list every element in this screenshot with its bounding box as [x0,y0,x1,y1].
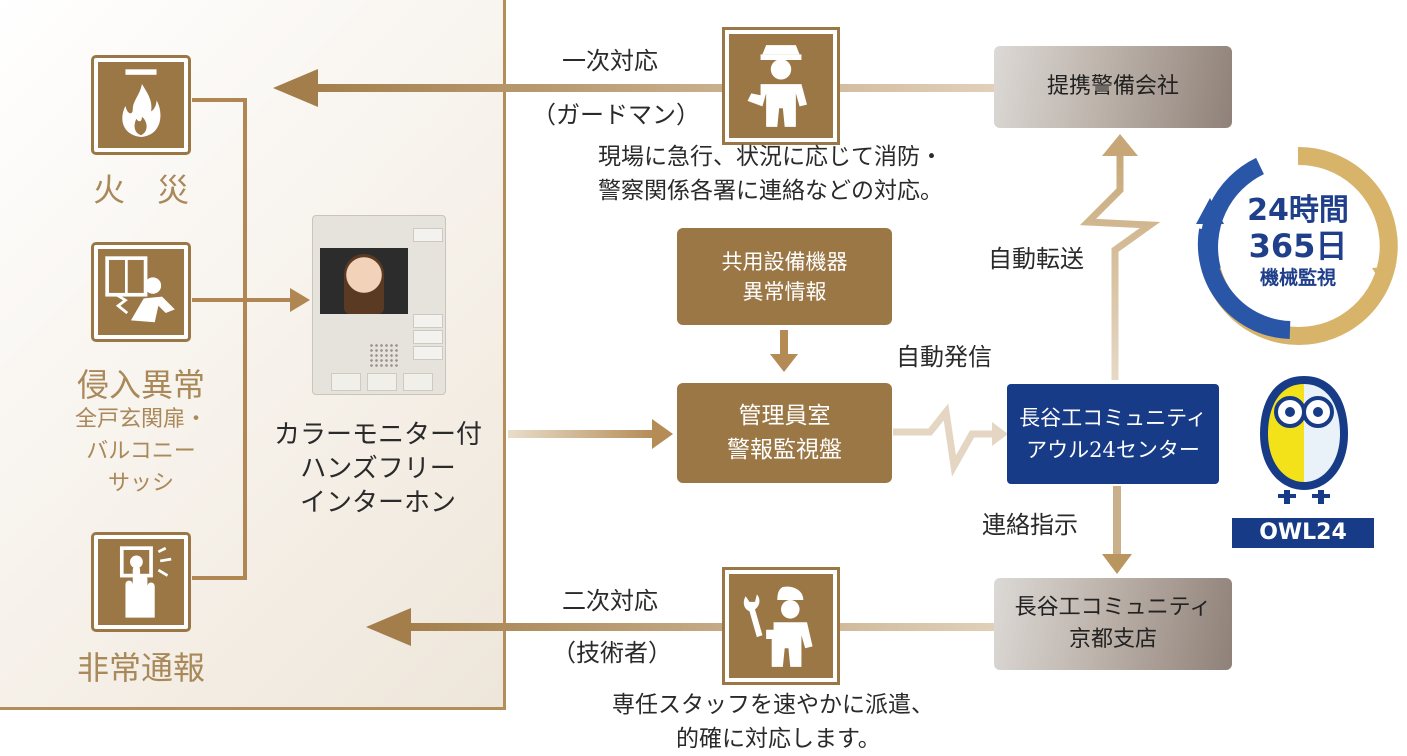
auto-dial-arrow-head [992,422,1008,446]
primary-response-note-1: 現場に急行、状況に応じて消防・ [598,144,943,170]
emergency-button-icon [91,532,191,632]
intercom-label-1: カラーモニター付 [273,420,482,450]
equipment-to-control-shaft [780,330,788,356]
secondary-response-arrow-shaft [398,623,1008,631]
intercom-control-button-2 [367,373,397,391]
intercom-label-2: ハンズフリー [300,454,456,484]
secondary-response-arrow-head [366,608,411,646]
secondary-response-note-2: 的確に対応します。 [676,726,881,752]
security-company-box: 提携警備会社 [994,46,1232,128]
contact-instruction-label: 連絡指示 [982,511,1078,539]
control-panel-line-1: 管理員室 [738,403,831,429]
technician-icon [722,567,840,685]
intrusion-icon [91,242,191,342]
auto-transfer-label: 自動転送 [988,245,1084,273]
emergency-label: 非常通報 [76,649,205,687]
fire-label: 火 災 [92,171,189,209]
cycle-ring-icon [1196,146,1398,345]
primary-response-role: （ガードマン） [532,101,700,129]
secondary-response-role: （技術者） [552,639,672,667]
owl-center-box: 長谷工コミュニティ アウル24センター [1007,384,1219,484]
control-panel-box: 管理員室 警報監視盤 [677,383,892,483]
primary-response-arrow-head [273,69,318,107]
intrusion-sub-3: サッシ [107,471,174,496]
auto-dial-lightning [893,403,996,477]
equipment-alarm-line-2: 異常情報 [742,279,827,304]
intercom-top-button [413,228,443,242]
control-panel-line-2: 警報監視盤 [727,437,842,463]
owl-logo-icon [1260,376,1348,504]
branch-office-line-2: 京都支店 [1068,627,1157,652]
security-company-line-1: 提携警備会社 [1046,74,1179,99]
intrusion-label: 侵入異常 [76,366,205,404]
ring-line-2: 365日 [1248,227,1348,265]
branch-office-line-1: 長谷工コミュニティ [1014,595,1212,620]
primary-response-note-2: 警察関係各署に連絡などの対応。 [598,178,943,204]
auto-transfer-arrow-head [1102,134,1138,156]
intercom-screen-face [344,254,384,314]
intercom-label-3: インターホン [299,488,456,518]
ring-line-1: 24時間 [1247,193,1349,228]
intercom-side-button-1 [413,314,443,328]
secondary-response-title: 二次対応 [562,587,658,615]
intercom-monitor-icon [312,215,446,395]
owl24-label: OWL24 [1232,518,1374,548]
intrusion-sub-2: バルコニー [86,439,196,464]
owl-center-line-2: アウル24センター [1026,438,1200,462]
owl-center-line-1: 長谷工コミュニティ [1019,406,1207,430]
intercom-side-button-3 [413,346,443,360]
intercom-control-button-1 [331,373,361,391]
equipment-alarm-line-1: 共用設備機器 [721,249,848,274]
primary-response-arrow-shaft [305,84,1005,92]
fire-icon [91,55,191,155]
guardman-icon [722,27,840,145]
intercom-to-control-arrow-shaft [508,430,654,438]
intercom-control-button-3 [403,373,433,391]
primary-response-title: 一次対応 [562,47,658,75]
auto-transfer-lightning [1079,150,1161,380]
ring-line-3: 機械監視 [1259,267,1336,289]
contact-arrow-head [1102,554,1132,574]
contact-arrow-shaft [1113,486,1121,556]
hazard-bracket-line [192,98,247,580]
intercom-side-button-2 [413,330,443,344]
secondary-response-note-1: 専任スタッフを速やかに派遣、 [612,692,934,718]
equipment-to-control-head [770,354,798,372]
intercom-speaker [369,343,399,367]
equipment-alarm-box: 共用設備機器 異常情報 [677,228,892,325]
intercom-screen [320,248,408,314]
branch-office-box: 長谷工コミュニティ 京都支店 [994,578,1232,670]
intercom-to-control-arrow-head [652,419,673,449]
arrow-to-intercom [290,288,310,312]
auto-dial-label: 自動発信 [896,343,992,371]
intrusion-sub-1: 全戸玄関扉・ [74,407,207,432]
